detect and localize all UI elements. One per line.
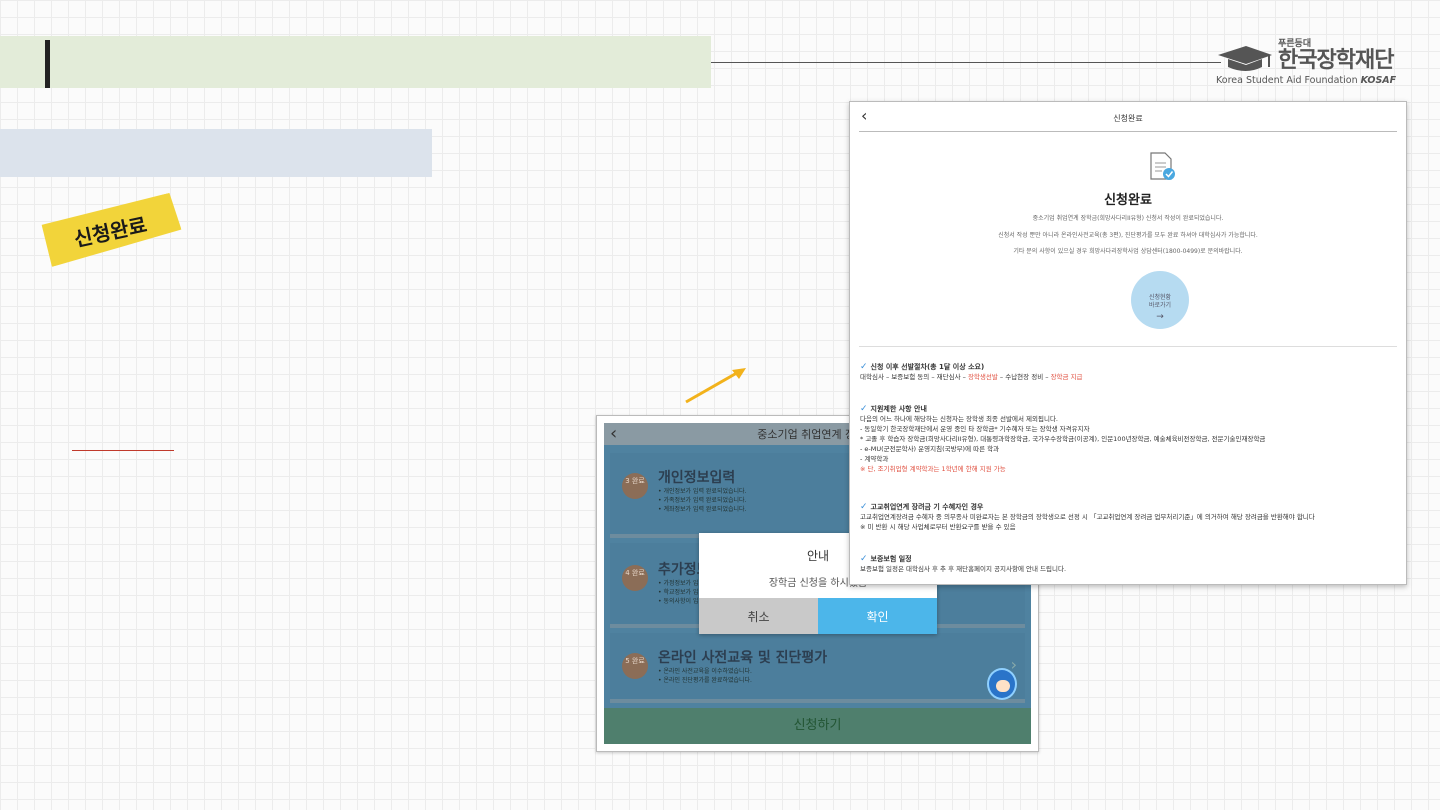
check-icon: ✓ [860, 362, 868, 372]
section-tag: 신청완료 [37, 192, 184, 268]
confirm-button[interactable]: 확인 [818, 598, 937, 634]
red-underline [72, 450, 174, 451]
insurance-section: ✓보증보험 일정 보증보험 일정은 대학심사 후 추 후 재단홈페이지 공지사항… [860, 554, 1067, 573]
dialog-title: 안내 [806, 549, 830, 563]
logo-name: 한국장학재단 [1278, 48, 1394, 73]
step-title: 온라인 사전교육 및 진단평가 [658, 650, 828, 666]
completion-header-title: 신청완료 [1113, 114, 1143, 123]
step-badge: 3 완료 [622, 473, 648, 499]
completion-message: 중소기업 취업연계 장학금(희망사다리II유형) 신청서 작성이 완료되었습니다… [1032, 215, 1224, 222]
check-icon: ✓ [860, 554, 868, 564]
graduation-cap-icon [1218, 46, 1272, 71]
completion-notice: 신청서 작성 뿐만 아니라 온라인사전교육(총 3편), 진단평가를 모두 완료… [998, 232, 1258, 239]
dialog-message: 장학금 신청을 하시겠습 [768, 578, 868, 589]
step-title: 개인정보입력 [658, 470, 736, 486]
title-bar [0, 36, 711, 88]
application-status-button[interactable]: 신청현황 바로가기 → [1131, 271, 1189, 329]
chevron-right-icon: › [1010, 655, 1017, 674]
logo-tagline: 푸른등대 [1278, 39, 1312, 49]
step-lines: • 온라인 사전교육을 이수하였습니다. • 온라인 진단평가를 완료하였습니다… [658, 668, 752, 684]
header-divider [711, 62, 1221, 63]
check-icon: ✓ [860, 404, 868, 414]
apply-button[interactable]: 신청하기 [604, 708, 1031, 744]
mobile-title: 중소기업 취업연계 장학 [757, 428, 866, 441]
completion-screenshot: ‹ 신청완료 신청완료 중소기업 취업연계 장학금(희망사다리II유형) 신청서… [849, 101, 1407, 585]
pointer-arrow-icon [685, 368, 746, 404]
cancel-button[interactable]: 취소 [699, 598, 818, 634]
document-check-icon [1150, 152, 1175, 180]
title-marker [45, 40, 50, 88]
step-badge: 5 완료 [622, 653, 648, 679]
restriction-section: ✓지원제한 사항 안내 다음의 어느 하나에 해당하는 신청자는 장학생 최종 … [860, 404, 1266, 473]
section-tag-label: 신청완료 [71, 212, 149, 251]
incentive-section: ✓고교취업연계 장려금 기 수혜자인 경우 고교취업연계장려금 수혜자 중 의무… [860, 502, 1315, 531]
section-divider [859, 346, 1397, 347]
mascot-icon[interactable] [987, 668, 1017, 700]
back-arrow-icon[interactable]: ‹ [861, 106, 868, 125]
dialog-buttons: 취소 확인 [699, 598, 937, 634]
step-badge: 4 완료 [622, 565, 648, 591]
completion-heading: 신청완료 [1104, 193, 1152, 208]
completion-contact: 기타 문의 사항이 있으실 경우 희망사다리장학사업 상담센터(1800-049… [1013, 248, 1243, 255]
step-lines: • 개인정보가 입력 완료되었습니다. • 가족정보가 입력 완료되었습니다. … [658, 488, 747, 513]
check-icon: ✓ [860, 502, 868, 512]
subtitle-bar [0, 129, 432, 177]
selection-process-section: ✓신청 이후 선발절차(총 1달 이상 소요) 대학심사 – 보증보험 동의 –… [860, 362, 1083, 381]
kosaf-logo: 푸른등대 한국장학재단 Korea Student Aid Foundation… [1216, 36, 1406, 92]
logo-english: Korea Student Aid Foundation KOSAF [1216, 75, 1397, 86]
completion-header: ‹ 신청완료 [859, 102, 1397, 132]
step-lines: • 가정정보가 입 • 학교정보가 입 • 동의사항이 입 [658, 580, 699, 605]
back-arrow-icon[interactable]: ‹ [610, 423, 618, 444]
step-card[interactable]: 5 완료 온라인 사전교육 및 진단평가 • 온라인 사전교육을 이수하였습니다… [610, 633, 1025, 703]
